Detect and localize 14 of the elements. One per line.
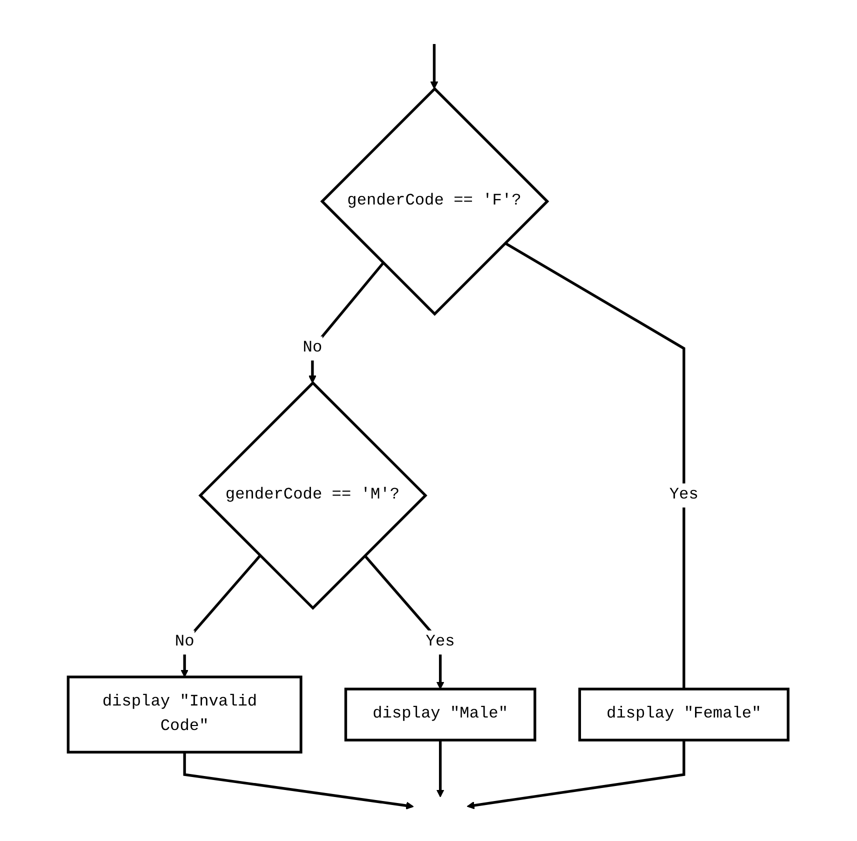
process-box: display "Female" xyxy=(578,688,790,742)
decision-diamond: genderCode == 'M'? xyxy=(198,381,428,610)
arrow xyxy=(430,44,439,90)
connector-line xyxy=(504,242,686,690)
edge-label: Yes xyxy=(670,483,699,508)
process-box: display "Male" xyxy=(344,688,537,742)
arrow xyxy=(436,740,445,798)
process-box: display "Invalid Code" xyxy=(67,676,303,754)
decision-diamond: genderCode == 'F'? xyxy=(320,86,550,316)
arrow xyxy=(467,740,686,810)
edge-label: Yes xyxy=(426,630,456,655)
edge-label: No xyxy=(175,630,195,655)
arrow xyxy=(184,752,414,810)
edge-label: No xyxy=(303,336,322,360)
